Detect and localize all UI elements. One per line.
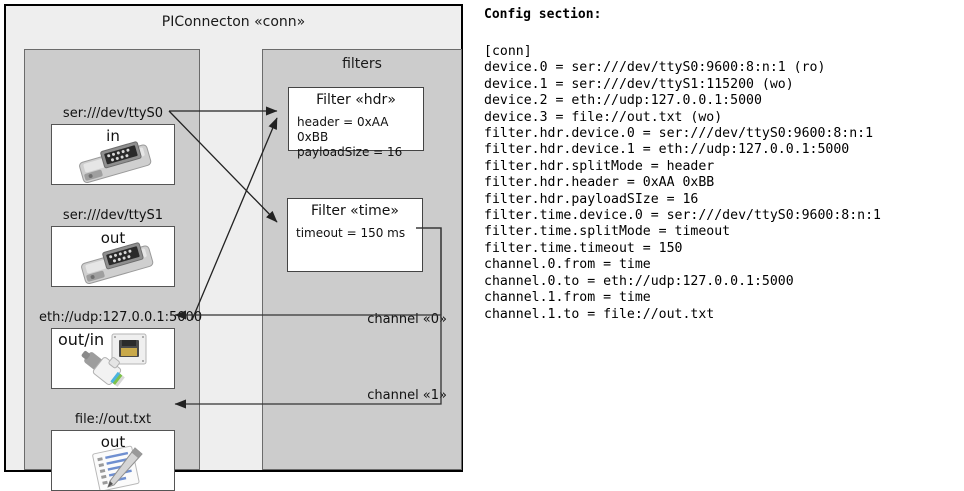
device-box[interactable]: out/in (51, 328, 175, 389)
filter-property: header = 0xAA 0xBB (297, 115, 389, 144)
filter-property: payloadSize = 16 (297, 145, 403, 159)
filter-property: timeout = 150 ms (296, 226, 406, 240)
config-line: filter.hdr.header = 0xAA 0xBB (484, 175, 715, 191)
config-lines: [conn]device.0 = ser:///dev/ttyS0:9600:8… (484, 44, 881, 323)
device-entry-file[interactable]: file://out.txt out (51, 412, 175, 491)
config-line: channel.0.from = time (484, 257, 651, 273)
device-caption: file://out.txt (74, 412, 152, 427)
device-box[interactable]: in (51, 124, 175, 185)
serial-connector-icon (52, 125, 174, 184)
device-caption: ser:///dev/ttyS0 (62, 106, 164, 121)
device-direction-label: out (100, 229, 126, 247)
config-line: channel.0.to = eth://udp:127.0.0.1:5000 (484, 273, 794, 289)
config-heading: Config section: (484, 7, 602, 22)
filters-panel-title: filters (342, 56, 382, 72)
config-line: filter.hdr.device.0 = ser:///dev/ttyS0:9… (484, 126, 874, 142)
filter-time-box[interactable]: Filter «time» timeout = 150 ms (287, 198, 423, 272)
connection-diagram: PIConnecton «conn» ser:///dev/ttyS0 in (0, 0, 478, 491)
device-caption: eth://udp:127.0.0.1:5000 (39, 310, 203, 325)
device-caption: ser:///dev/ttyS1 (62, 208, 164, 223)
filter-title: Filter «hdr» (316, 92, 396, 108)
config-line: device.1 = ser:///dev/ttyS1:115200 (wo) (484, 76, 794, 92)
config-line: [conn] (484, 44, 532, 59)
config-line: filter.time.splitMode = timeout (484, 224, 731, 240)
ethernet-jack-icon (52, 329, 174, 388)
device-box[interactable]: out (51, 226, 175, 287)
channel-1-label: channel «1» (367, 388, 447, 403)
serial-connector-icon (52, 227, 174, 286)
config-line: filter.time.device.0 = ser:///dev/ttyS0:… (484, 208, 881, 224)
outer-component-box: PIConnecton «conn» ser:///dev/ttyS0 in (4, 4, 463, 491)
config-line: device.0 = ser:///dev/ttyS0:9600:8:n:1 (… (484, 60, 826, 76)
device-entry-ttys1[interactable]: ser:///dev/ttyS1 out (51, 208, 175, 287)
config-line: filter.time.timeout = 150 (484, 240, 683, 256)
config-line: filter.hdr.payloadSIze = 16 (484, 191, 699, 207)
filters-panel: filters Filter «hdr» header = 0xAA 0xBB … (262, 49, 462, 470)
devices-panel: ser:///dev/ttyS0 in (24, 49, 202, 491)
config-line: device.2 = eth://udp:127.0.0.1:5000 (484, 93, 762, 109)
config-line: device.3 = file://out.txt (wo) (484, 109, 723, 125)
device-entry-eth[interactable]: eth://udp:127.0.0.1:5000 out/in (39, 310, 202, 389)
page-title: PIConnecton «conn» (161, 14, 306, 30)
filter-properties: header = 0xAA 0xBB payloadSize = 16 (297, 115, 423, 160)
text-file-icon (52, 431, 174, 490)
device-entry-ttys0[interactable]: ser:///dev/ttyS0 in (51, 106, 175, 185)
filter-title: Filter «time» (311, 203, 399, 219)
config-line: channel.1.from = time (484, 290, 651, 306)
channel-0-label: channel «0» (367, 312, 447, 327)
device-box[interactable]: out (51, 430, 175, 491)
filter-properties: timeout = 150 ms (296, 226, 422, 241)
device-direction-label: out (100, 433, 126, 451)
config-section: Config section: [conn]device.0 = ser:///… (478, 0, 964, 484)
config-line: filter.hdr.splitMode = header (484, 158, 715, 174)
config-line: filter.hdr.device.1 = eth://udp:127.0.0.… (484, 142, 850, 158)
device-direction-label: in (106, 127, 120, 145)
config-line: channel.1.to = file://out.txt (484, 306, 715, 322)
device-direction-label: out/in (58, 330, 105, 349)
filter-hdr-box[interactable]: Filter «hdr» header = 0xAA 0xBB payloadS… (288, 87, 424, 159)
